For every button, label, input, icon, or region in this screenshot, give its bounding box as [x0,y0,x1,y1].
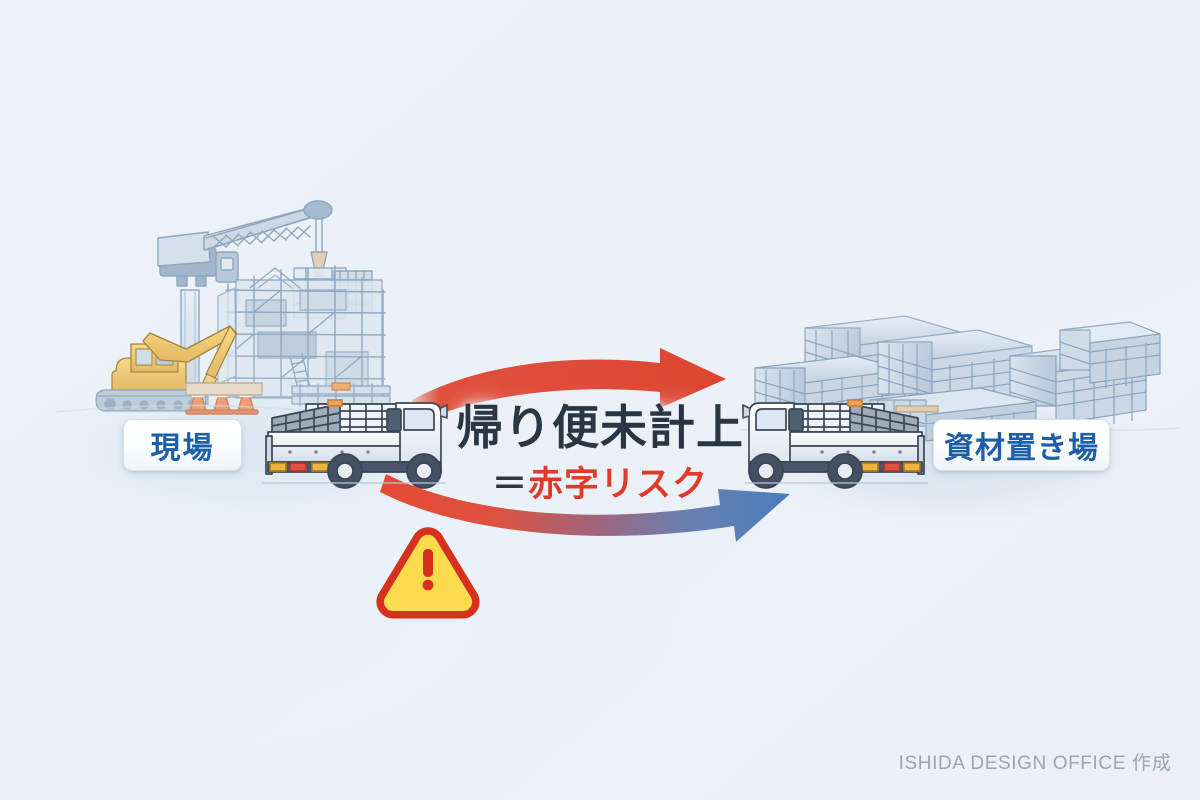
watermark-suffix: 作成 [1131,753,1172,774]
label-site[interactable]: 現場 [123,419,242,471]
label-material-yard[interactable]: 資材置き場 [933,419,1110,471]
label-site-text: 現場 [150,432,215,465]
watermark-brand: ISHIDA DESIGN OFFICE [898,753,1126,774]
label-material-yard-text: 資材置き場 [944,432,1099,465]
